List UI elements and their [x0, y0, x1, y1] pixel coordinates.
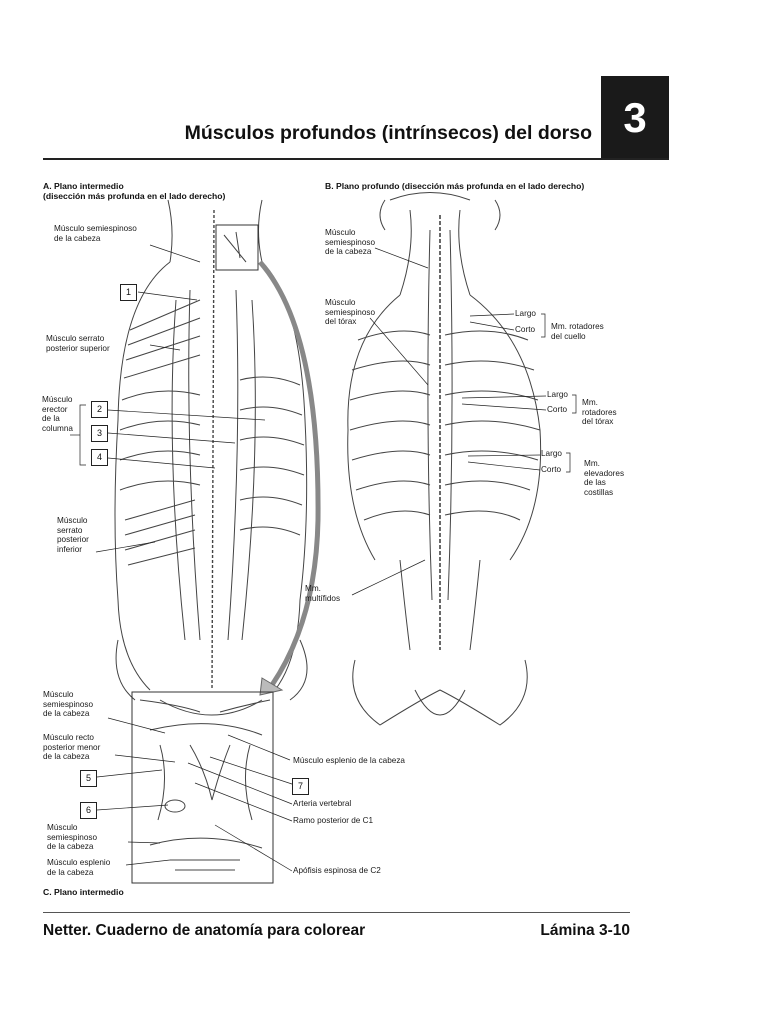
label-c-semiespinoso-top: Músculo semiespinoso de la cabeza — [43, 690, 94, 719]
footer-plate-number: Lámina 3-10 — [540, 922, 630, 939]
label-b-corto-costillas: Corto — [541, 465, 562, 474]
label-b-corto-cuello: Corto — [515, 325, 536, 334]
label-a-erector-columna: Músculo erector de la columna — [42, 395, 73, 433]
footer-rule — [43, 912, 630, 913]
footer-book-title: Netter. Cuaderno de anatomía para colore… — [43, 922, 366, 939]
label-c-semiespinoso-bottom: Músculo semiespinoso de la cabeza — [47, 823, 98, 852]
figure-a-back — [114, 199, 321, 716]
header-rule — [43, 158, 669, 160]
label-b-largo-costillas: Largo — [541, 449, 562, 458]
label-a-serrato-superior: Músculo serrato posterior superior — [46, 334, 110, 353]
number-box-4: 4 — [91, 449, 108, 466]
label-b-semiespinoso-torax: Músculo semiespinoso del tórax — [325, 298, 376, 327]
label-b-elevadores-costillas: Mm. elevadores de las costillas — [584, 459, 625, 497]
chapter-number-badge: 3 — [601, 76, 669, 160]
panel-a-subtitle: (disección más profunda en el lado derec… — [43, 191, 226, 201]
label-c-apofisis-espinosa: Apófisis espinosa de C2 — [293, 866, 381, 875]
label-b-corto-torax: Corto — [547, 405, 568, 414]
number-box-2: 2 — [91, 401, 108, 418]
label-b-multifidos: Mm. multífidos — [305, 584, 341, 603]
label-c-esplenio-right: Músculo esplenio de la cabeza — [293, 756, 405, 765]
label-b-largo-torax: Largo — [547, 390, 568, 399]
figure-b-back — [347, 192, 542, 726]
label-c-recto-posterior: Músculo recto posterior menor de la cabe… — [43, 733, 101, 762]
label-b-rotadores-cuello: Mm. rotadores del cuello — [551, 322, 604, 341]
label-c-ramo-posterior: Ramo posterior de C1 — [293, 816, 374, 825]
number-box-5: 5 — [80, 770, 97, 787]
panel-c-title: C. Plano intermedio — [43, 887, 124, 897]
label-a-serrato-inferior: Músculo serrato posterior inferior — [57, 516, 89, 554]
page-title: Músculos profundos (intrínsecos) del dor… — [184, 122, 592, 144]
number-box-3: 3 — [91, 425, 108, 442]
figure-c-detail — [131, 691, 274, 884]
label-b-largo-cuello: Largo — [515, 309, 536, 318]
number-box-6: 6 — [80, 802, 97, 819]
panel-b-title: B. Plano profundo (disección más profund… — [325, 181, 585, 191]
label-b-rotadores-torax: Mm. rotadores del tórax — [582, 398, 617, 427]
label-a-semiespinoso-cabeza: Músculo semiespinoso de la cabeza — [54, 224, 137, 243]
label-c-esplenio-bottom: Músculo esplenio de la cabeza — [47, 858, 111, 877]
panel-a-title: A. Plano intermedio — [43, 181, 124, 191]
number-box-7: 7 — [292, 778, 309, 795]
label-c-arteria-vertebral: Arteria vertebral — [293, 799, 352, 808]
label-b-semiespinoso-cabeza: Músculo semiespinoso de la cabeza — [325, 228, 376, 257]
number-box-1: 1 — [120, 284, 137, 301]
